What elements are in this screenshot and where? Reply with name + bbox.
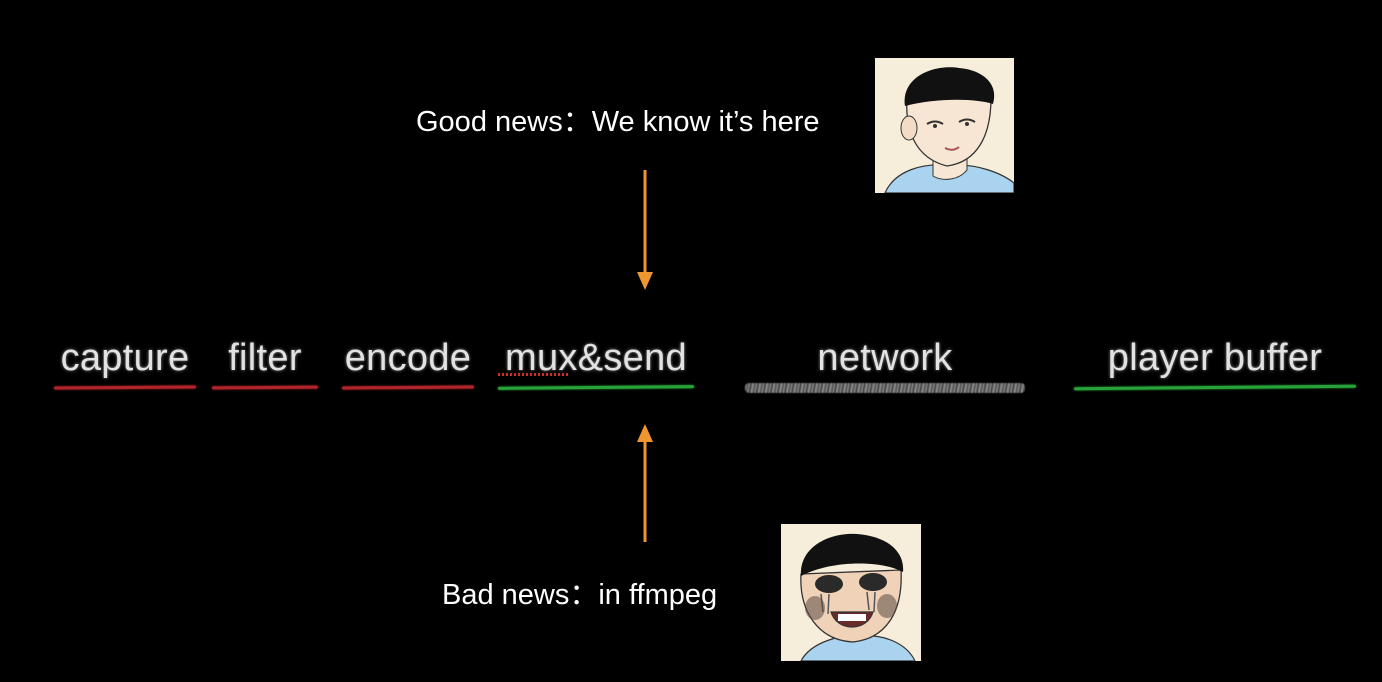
stage-underline-red bbox=[211, 385, 319, 390]
stage-encode: encode bbox=[341, 336, 475, 406]
bad-news-callout: Bad news：in ffmpeg bbox=[442, 579, 718, 611]
stage-capture: capture bbox=[53, 336, 197, 406]
calm-face-avatar-icon bbox=[875, 58, 1014, 193]
stage-player-buffer: player buffer bbox=[1073, 336, 1357, 406]
stage-underline-red bbox=[53, 385, 197, 390]
stage-label: filter bbox=[228, 337, 302, 379]
stage-label: network bbox=[817, 337, 953, 379]
stage-label: player buffer bbox=[1107, 337, 1323, 379]
stage-filter: filter bbox=[211, 336, 319, 406]
stage-network: network bbox=[745, 336, 1025, 406]
stage-label: mux&send bbox=[505, 337, 687, 379]
arrow-up-icon bbox=[637, 424, 653, 542]
good-news-callout: Good news：We know it’s here bbox=[416, 106, 820, 138]
stage-mux-send: mux&send bbox=[497, 336, 695, 406]
arrow-down-icon bbox=[637, 170, 653, 290]
crying-laughing-face-avatar-icon bbox=[781, 524, 921, 661]
stage-underline-red bbox=[341, 385, 475, 390]
stage-underline-scribble bbox=[745, 383, 1025, 393]
stage-label: encode bbox=[344, 337, 472, 379]
stage-underline-green bbox=[1073, 384, 1357, 391]
stage-underline-green bbox=[497, 385, 695, 390]
spellcheck-squiggle bbox=[498, 373, 570, 376]
stage-label: capture bbox=[60, 337, 190, 379]
